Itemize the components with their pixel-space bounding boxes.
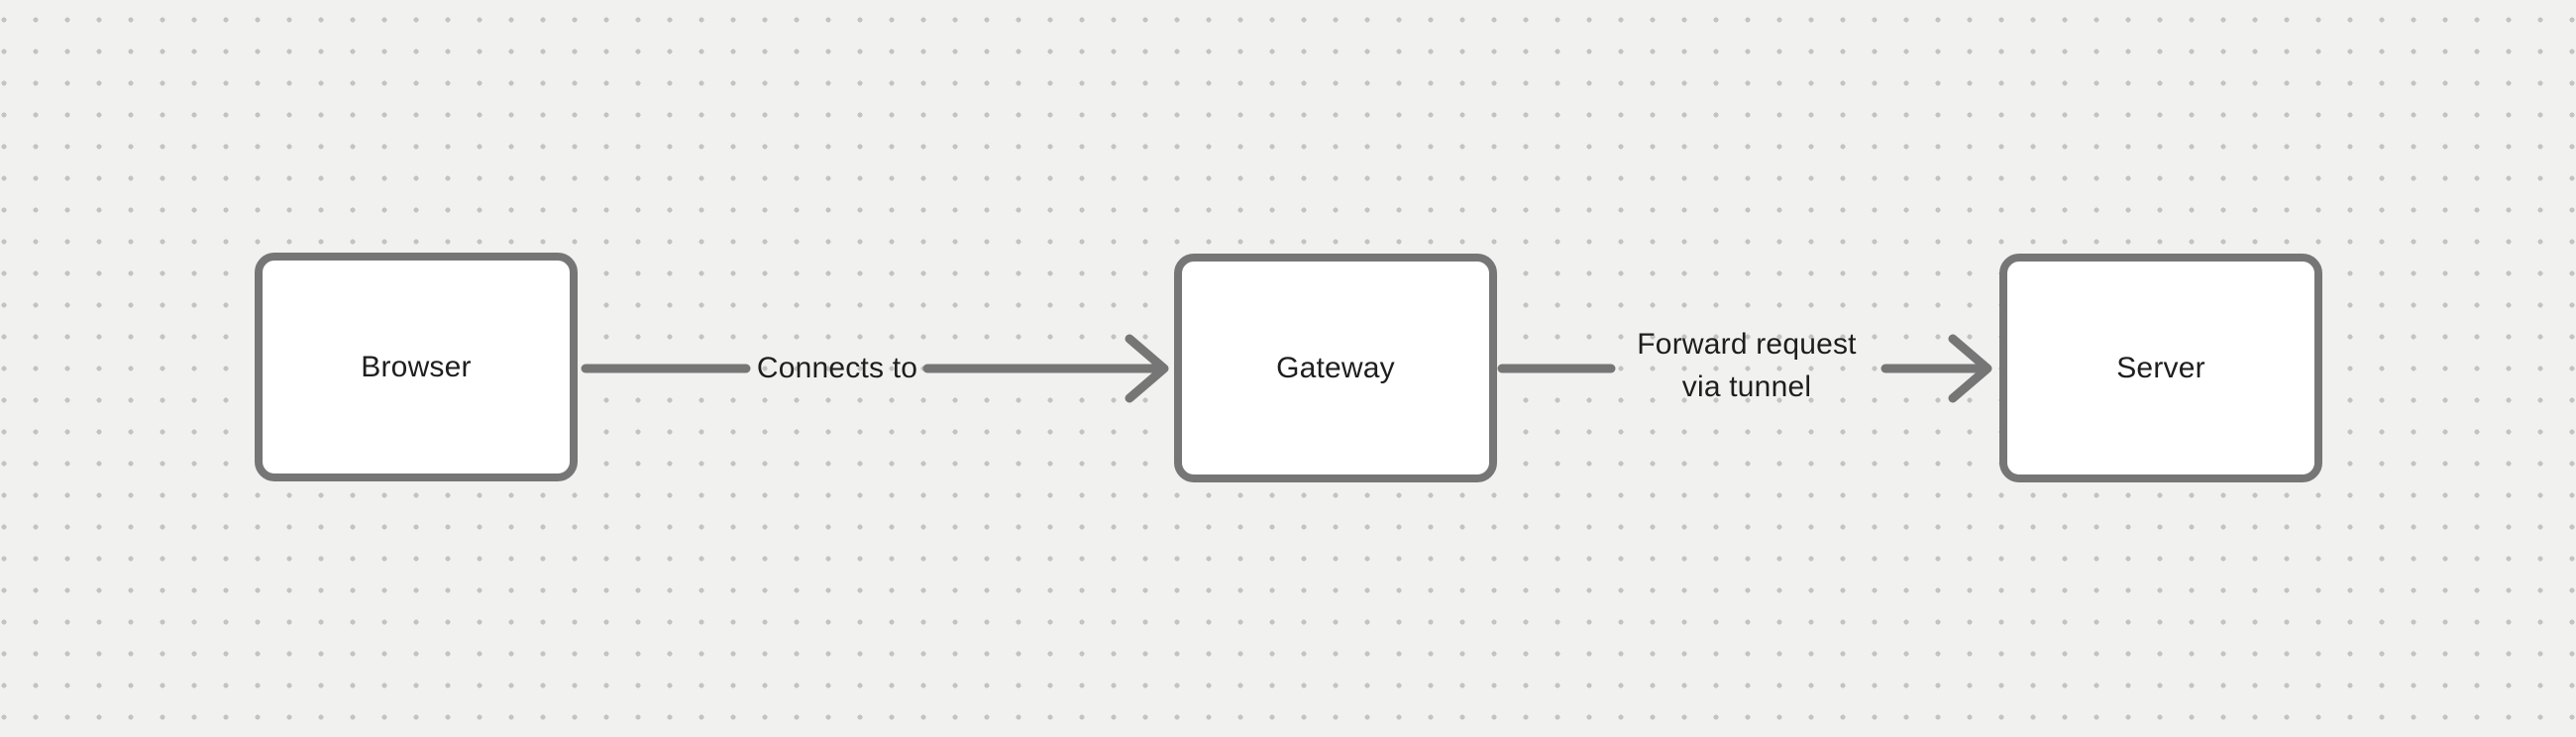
connector-label-line-2: via tunnel [1681,370,1812,403]
connector-label-line-1: Forward request [1637,328,1857,361]
node-browser-label: Browser [361,350,472,383]
node-server[interactable]: Server [1999,254,2322,482]
node-gateway[interactable]: Gateway [1174,254,1497,482]
node-server-label: Server [2116,351,2205,384]
arrowhead-icon [1948,334,1992,403]
connector-gateway-server[interactable] [1497,334,1992,403]
connector-label-connects-to[interactable]: Connects to [756,352,918,384]
node-gateway-label: Gateway [1276,351,1395,384]
node-browser[interactable]: Browser [255,253,578,481]
connector-browser-gateway[interactable] [581,334,1169,403]
connector-label-forward-request[interactable]: Forward request via tunnel [1588,323,1905,408]
arrowhead-icon [1125,334,1169,403]
